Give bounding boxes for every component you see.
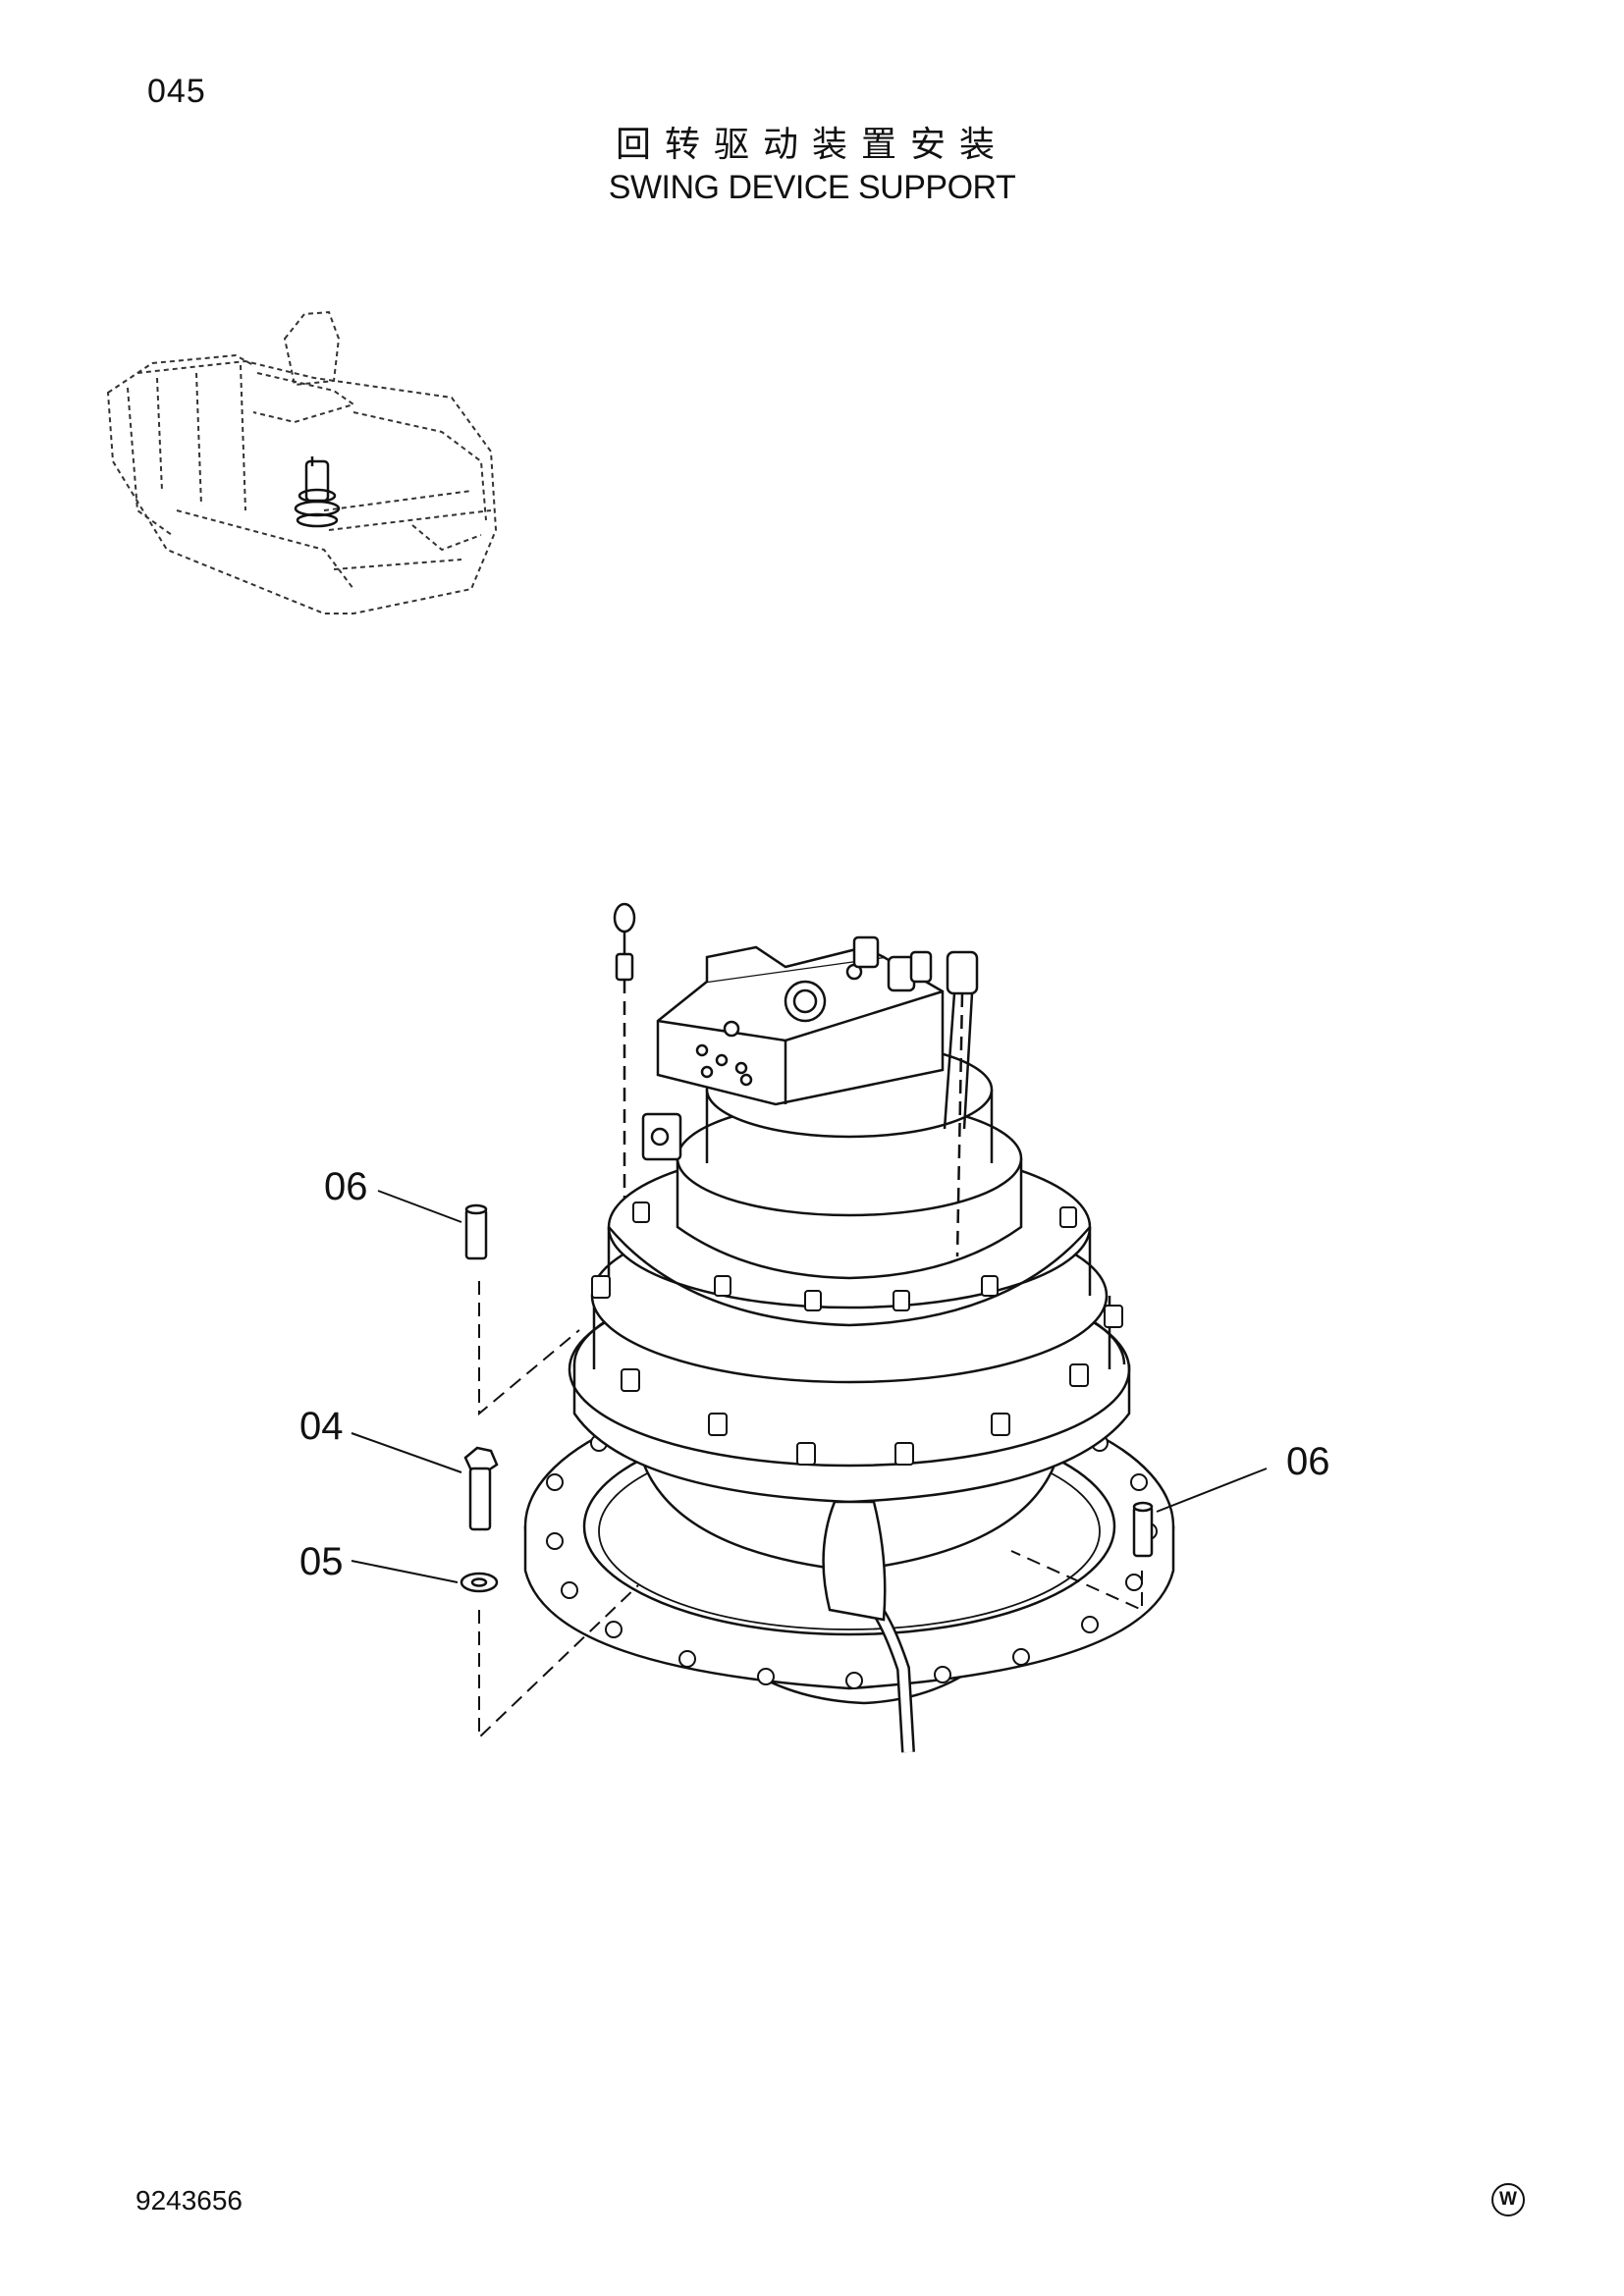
document-number: 9243656 <box>135 2185 244 2216</box>
assembly-lines <box>478 1281 1143 1740</box>
callout-05: 05 <box>299 1540 344 1583</box>
body-bolt-heads <box>591 1201 1123 1466</box>
swing-device-icon <box>523 902 1175 1753</box>
callout-06-top-left: 06 <box>324 1165 368 1208</box>
watermark-symbol-icon: W <box>1491 2183 1525 2216</box>
bolt-06-right-icon <box>1132 1501 1154 1558</box>
callout-06-right: 06 <box>1286 1440 1330 1483</box>
page-number: 045 <box>147 73 206 110</box>
leader-lines <box>351 1190 1268 1583</box>
title-chinese: 回转驱动装置安装 <box>615 125 1008 165</box>
callout-04: 04 <box>299 1405 344 1448</box>
excavator-overview-icon <box>106 310 498 614</box>
title-english: SWING DEVICE SUPPORT <box>608 169 1016 206</box>
flange-bolt-holes <box>546 1434 1158 1689</box>
washer-05-icon <box>460 1572 499 1593</box>
bolt-04-icon <box>463 1446 499 1531</box>
bolt-06-top-left-icon <box>464 1203 488 1260</box>
overview-swing-device-icon <box>294 456 341 528</box>
